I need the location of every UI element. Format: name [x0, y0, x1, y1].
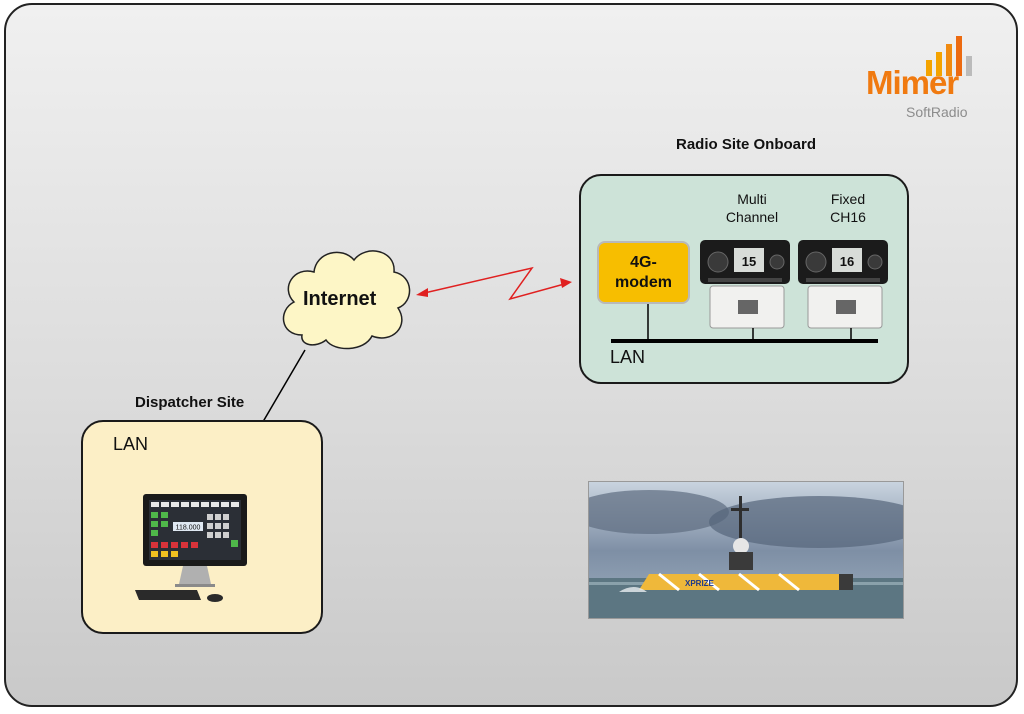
modem-label: 4G- modem [615, 253, 672, 291]
vhf-radio-multi-channel-icon: 15 [700, 240, 790, 329]
signal-bars-icon [926, 36, 972, 76]
ship-hull-text: XPRIZE [685, 579, 715, 588]
ship-photo-image: XPRIZE [589, 482, 903, 618]
radio-display-fixed: 16 [840, 254, 854, 269]
modem-4g: 4G- modem [597, 241, 690, 304]
arrow-head-left [416, 288, 428, 297]
logo-subtitle: SoftRadio [906, 104, 968, 120]
onboard-lan-label: LAN [610, 347, 646, 367]
internet-label: Internet [303, 288, 377, 310]
arrow-head-right [560, 278, 572, 288]
radio-caption-multi: Multi Channel [725, 191, 779, 225]
vhf-radio-fixed-ch16-icon: 16 [798, 240, 888, 329]
radio-display-multi: 15 [742, 254, 756, 269]
dispatcher-computer-icon: 118.000 [135, 494, 247, 602]
dispatcher-lan-label: LAN [113, 434, 149, 454]
internet-cloud-icon [282, 250, 411, 350]
logo-name: Mimer [866, 64, 959, 101]
screen-readout: 118.000 [176, 525, 201, 532]
autonomous-ship-photo: XPRIZE [588, 481, 904, 619]
radio-site-title: Radio Site Onboard [676, 136, 817, 153]
dispatcher-site-title: Dispatcher Site [135, 394, 245, 411]
radio-caption-fixed: Fixed CH16 [830, 191, 866, 225]
wireless-link-zigzag [419, 266, 569, 301]
